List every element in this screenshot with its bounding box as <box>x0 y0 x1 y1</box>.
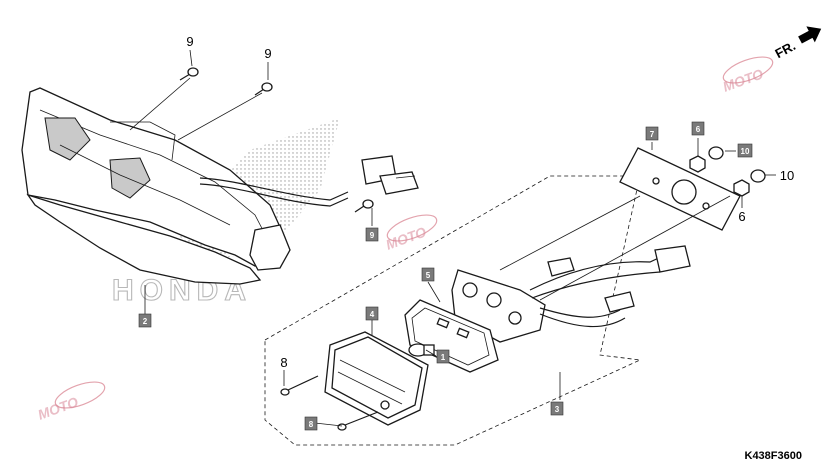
callout-plain-6: 6 <box>738 209 745 224</box>
license-bracket <box>619 147 741 231</box>
diagram-code: K438F3600 <box>745 450 803 462</box>
callout-box-9: 9 <box>365 227 379 242</box>
washer-10-a <box>708 146 724 160</box>
watermark-bottom: MOTO <box>36 381 106 423</box>
screw-8-b <box>337 411 379 431</box>
svg-text:3: 3 <box>555 405 560 414</box>
leader-9-plain-a <box>189 49 193 67</box>
nut-6-a <box>689 155 706 173</box>
screw-9-a <box>179 67 199 81</box>
svg-text:7: 7 <box>650 130 655 139</box>
callout-plain-9-b: 9 <box>264 46 271 61</box>
svg-text:FR.: FR. <box>772 38 798 61</box>
assembly-boundary <box>264 175 642 446</box>
screw-9-b <box>254 82 273 96</box>
bulb <box>408 343 435 357</box>
gasket <box>404 299 499 373</box>
svg-text:9: 9 <box>370 231 375 240</box>
leader-1 <box>425 349 437 357</box>
watermark-top: MOTO <box>721 56 774 95</box>
watermark-middle: MOTO <box>384 214 438 253</box>
screw-9-c <box>354 199 374 213</box>
svg-text:MOTO: MOTO <box>384 223 429 252</box>
socket-housing <box>451 195 731 343</box>
svg-text:5: 5 <box>426 271 431 280</box>
screw-8-a <box>280 375 319 396</box>
svg-text:4: 4 <box>370 310 375 319</box>
svg-text:6: 6 <box>696 125 701 134</box>
callout-box-4: 4 <box>365 306 379 321</box>
svg-text:2: 2 <box>143 317 148 326</box>
svg-text:MOTO: MOTO <box>36 393 81 422</box>
rear-cowl <box>21 87 291 285</box>
svg-text:1: 1 <box>441 353 446 362</box>
callout-box-1: 1 <box>436 349 450 364</box>
callout-box-10: 10 <box>737 143 753 158</box>
leader-9-b <box>177 92 263 141</box>
callout-box-3: 3 <box>550 401 564 416</box>
washer-10-b <box>750 169 766 183</box>
callout-box-7: 7 <box>645 126 659 141</box>
svg-text:8: 8 <box>309 420 314 429</box>
lens-housing <box>324 331 429 426</box>
leader-8-box <box>314 422 343 427</box>
front-direction-arrow: FR. <box>772 26 822 61</box>
callout-plain-9-a: 9 <box>186 34 193 49</box>
wire-harness-upper <box>199 155 419 207</box>
nut-6-b <box>733 179 750 197</box>
callout-box-2: 2 <box>138 313 152 328</box>
leader-5 <box>427 281 441 303</box>
callout-plain-8: 8 <box>280 355 287 370</box>
leader-9-a <box>129 77 191 131</box>
callout-plain-10: 10 <box>780 168 794 183</box>
svg-text:10: 10 <box>741 147 750 156</box>
callout-box-5: 5 <box>421 267 435 282</box>
callout-box-8: 8 <box>304 416 318 431</box>
callout-box-6: 6 <box>691 121 705 136</box>
